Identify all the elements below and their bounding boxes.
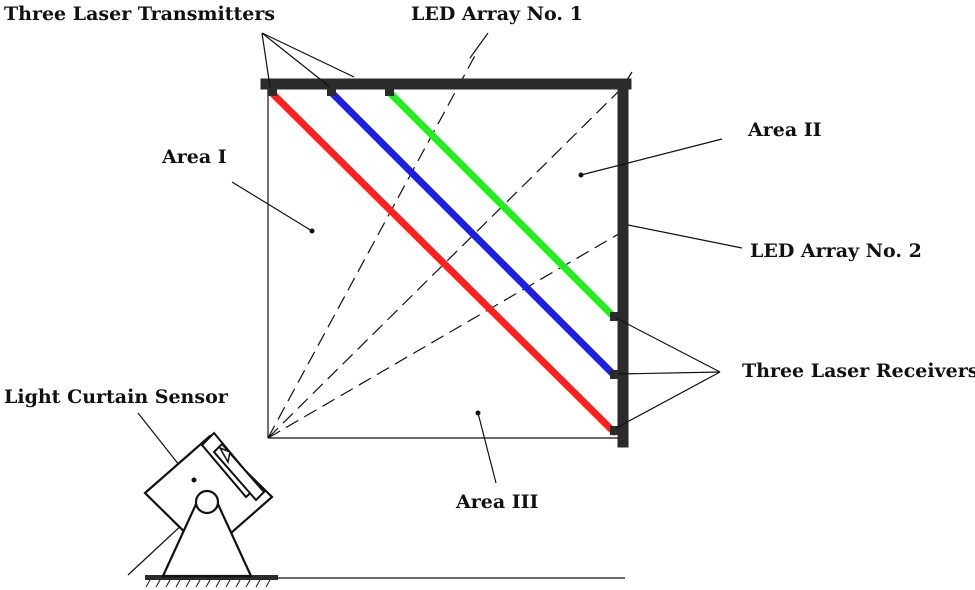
leader-receiver-blue	[617, 371, 721, 375]
green-laser-beam	[386, 89, 618, 321]
label-led-array-2: LED Array No. 2	[750, 240, 922, 262]
label-led-array-1: LED Array No. 1	[411, 3, 583, 25]
label-laser-receivers: Three Laser Receivers	[742, 360, 975, 382]
laser-receivers	[610, 312, 618, 435]
leader-receiver-green	[615, 317, 721, 373]
sensor-pivot	[194, 489, 220, 515]
leader-transmitter-blue	[261, 32, 331, 88]
curtain-ray-1	[267, 49, 479, 439]
area-1-marker	[309, 228, 315, 234]
label-area-3: Area III	[455, 491, 539, 513]
receiver-blue	[610, 370, 618, 379]
leader-led-array-2	[627, 224, 743, 249]
laser-transmitters	[268, 88, 394, 96]
area-frame	[267, 88, 622, 439]
blue-laser-beam	[328, 89, 618, 379]
leader-area-3	[477, 412, 497, 484]
transmitter-green	[385, 88, 394, 96]
leader-transmitter-red	[261, 32, 271, 88]
label-light-curtain-sensor: Light Curtain Sensor	[4, 386, 229, 408]
leader-lines	[137, 32, 743, 484]
receiver-green	[610, 312, 618, 321]
leader-area-1	[231, 181, 313, 232]
transmitter-red	[268, 88, 277, 96]
area-3-marker	[475, 410, 481, 416]
leader-area-2	[580, 138, 723, 176]
light-curtain-sensor	[127, 431, 274, 578]
area-2-marker	[578, 172, 584, 178]
label-laser-transmitters: Three Laser Transmitters	[4, 3, 275, 25]
light-curtain-rays	[267, 49, 633, 439]
leader-led-array-1	[469, 32, 489, 59]
leader-receiver-red	[615, 371, 721, 429]
ground	[145, 575, 625, 588]
transmitter-blue	[327, 88, 336, 96]
laser-beams	[268, 89, 618, 436]
red-laser-beam	[268, 89, 618, 436]
label-area-2: Area II	[747, 119, 822, 141]
label-area-1: Area I	[161, 146, 227, 168]
receiver-red	[610, 426, 618, 435]
leader-transmitter-frame	[261, 32, 355, 78]
